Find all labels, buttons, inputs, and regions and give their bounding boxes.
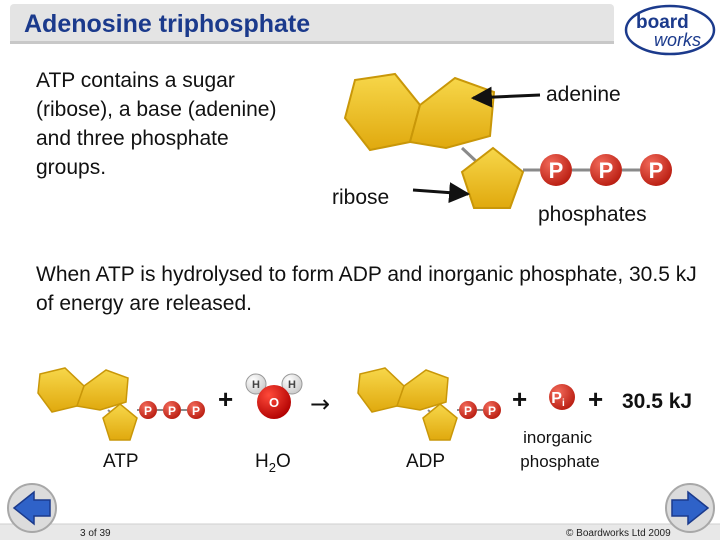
intro-text: ATP contains a sugar (ribose), a base (a…: [36, 69, 277, 179]
footer-bar: [0, 524, 720, 540]
svg-text:H: H: [288, 379, 296, 391]
logo-line1: board: [636, 12, 689, 33]
next-slide-icon[interactable]: [665, 483, 715, 533]
svg-text:P: P: [464, 404, 472, 418]
previous-slide-icon[interactable]: [7, 483, 57, 533]
phosphate-group-3: P: [640, 154, 672, 186]
ribose-label: ribose: [332, 186, 389, 209]
svg-text:Pi: Pi: [551, 390, 565, 409]
svg-text:P: P: [649, 158, 664, 183]
adenine-pointer: [470, 86, 541, 108]
svg-text:H: H: [252, 379, 260, 391]
page-title: Adenosine triphosphate: [24, 10, 311, 38]
plus-sign-3: +: [588, 384, 603, 414]
phosphates-label: phosphates: [538, 203, 647, 226]
title-bar: [10, 4, 614, 44]
svg-text:P: P: [599, 158, 614, 183]
svg-text:P: P: [549, 158, 564, 183]
slide-number: 3 of 39: [80, 528, 111, 539]
logo-line2: works: [654, 30, 701, 50]
adenine-hexagon: [343, 72, 422, 152]
svg-text:P: P: [488, 404, 496, 418]
equation-atp: P P P: [37, 367, 205, 441]
adp-label: ADP: [406, 451, 445, 472]
adenine-pentagon: [408, 76, 496, 150]
adenine-label: adenine: [546, 83, 621, 106]
water-molecule: H H O: [245, 373, 303, 419]
equation-adp: P P: [357, 367, 501, 441]
inorganic-phosphate-label-line: inorganic: [523, 428, 592, 447]
svg-text:P: P: [144, 404, 152, 418]
plus-sign-1: +: [218, 384, 233, 414]
ribose-pointer: [412, 182, 471, 204]
water-label: H2O: [255, 451, 291, 475]
atp-label: ATP: [103, 451, 139, 472]
energy-label: 30.5 kJ: [622, 390, 692, 413]
hydrolysis-text: When ATP is hydrolysed to form ADP and i…: [36, 263, 697, 315]
reaction-arrow: →: [310, 390, 330, 418]
svg-text:O: O: [269, 395, 279, 410]
svg-text:P: P: [168, 404, 176, 418]
boardworks-logo: board works: [624, 4, 716, 56]
copyright: © Boardworks Ltd 2009: [566, 528, 671, 539]
phosphate-group-2: P: [590, 154, 622, 186]
ribose-pentagon: [460, 146, 525, 209]
phosphate-group-1: P: [540, 154, 572, 186]
atp-structure: P P P: [343, 72, 672, 209]
inorganic-phosphate: Pi: [549, 384, 575, 410]
svg-text:P: P: [192, 404, 200, 418]
inorganic-phosphate-label: inorganic phosphate: [520, 428, 599, 471]
plus-sign-2: +: [512, 384, 527, 414]
